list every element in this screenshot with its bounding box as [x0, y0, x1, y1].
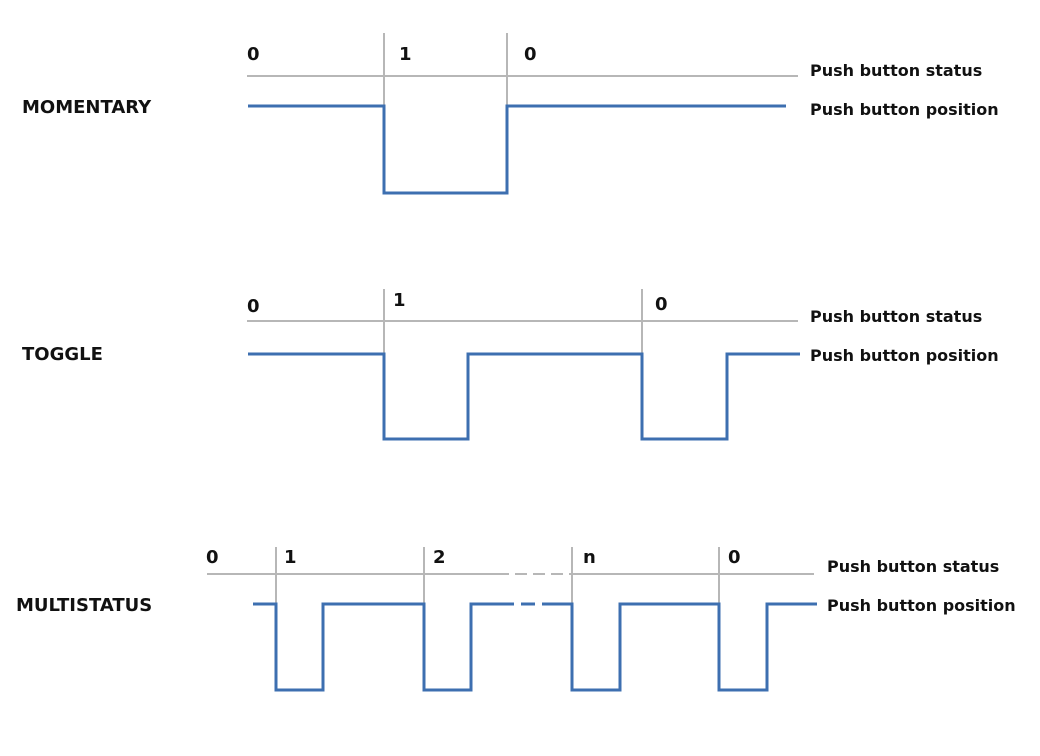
- legend-status-momentary: Push button status: [810, 61, 982, 80]
- position-waveform-multistatus-a: [253, 602, 500, 692]
- position-waveform-multistatus-b: [556, 602, 817, 692]
- state-label-multistatus-1: 1: [284, 547, 297, 568]
- row-momentary: MOMENTARY 0 1 0 Push button status Push …: [22, 33, 999, 195]
- position-waveform-toggle: [248, 352, 800, 441]
- state-label-multistatus-2: 2: [433, 547, 446, 568]
- row-multistatus: MULTISTATUS 0 1 2 n 0 Push button status…: [16, 547, 1016, 692]
- row-title-momentary: MOMENTARY: [22, 97, 152, 118]
- state-label-momentary-2: 0: [524, 44, 537, 65]
- state-label-momentary-0: 0: [247, 44, 260, 65]
- state-label-multistatus-0: 0: [206, 547, 219, 568]
- state-label-momentary-1: 1: [399, 44, 412, 65]
- state-label-toggle-1: 1: [393, 290, 406, 311]
- row-toggle: TOGGLE 0 1 0 Push button status Push but…: [22, 289, 999, 441]
- legend-position-momentary: Push button position: [810, 100, 999, 119]
- position-waveform-momentary: [248, 104, 786, 195]
- state-label-multistatus-n: n: [583, 547, 596, 568]
- row-title-multistatus: MULTISTATUS: [16, 595, 152, 616]
- legend-position-toggle: Push button position: [810, 346, 999, 365]
- legend-status-multistatus: Push button status: [827, 557, 999, 576]
- state-label-multistatus-end: 0: [728, 547, 741, 568]
- legend-position-multistatus: Push button position: [827, 596, 1016, 615]
- legend-status-toggle: Push button status: [810, 307, 982, 326]
- row-title-toggle: TOGGLE: [22, 344, 103, 365]
- state-label-toggle-2: 0: [655, 294, 668, 315]
- state-label-toggle-0: 0: [247, 296, 260, 317]
